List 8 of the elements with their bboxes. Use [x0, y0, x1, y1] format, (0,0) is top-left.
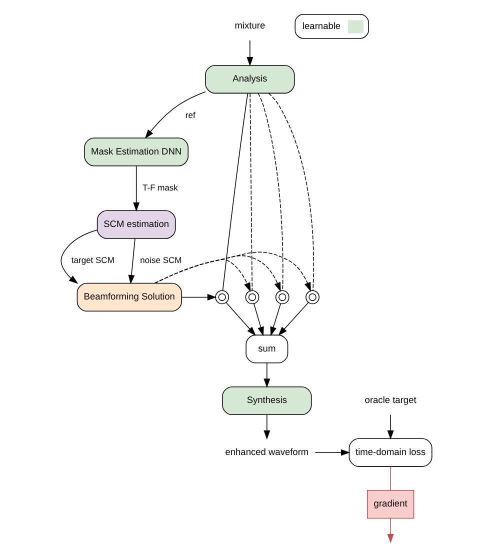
node-text: oracle target — [364, 395, 416, 406]
node-text: mixture — [234, 20, 265, 31]
node-text: enhanced waveform — [224, 446, 308, 457]
edge-label: noise SCM — [140, 255, 182, 266]
edge-label: ref — [184, 110, 195, 120]
legend-label: learnable — [302, 21, 340, 32]
edge-label: target SCM — [70, 255, 114, 266]
edge-label: T-F mask — [142, 182, 178, 192]
